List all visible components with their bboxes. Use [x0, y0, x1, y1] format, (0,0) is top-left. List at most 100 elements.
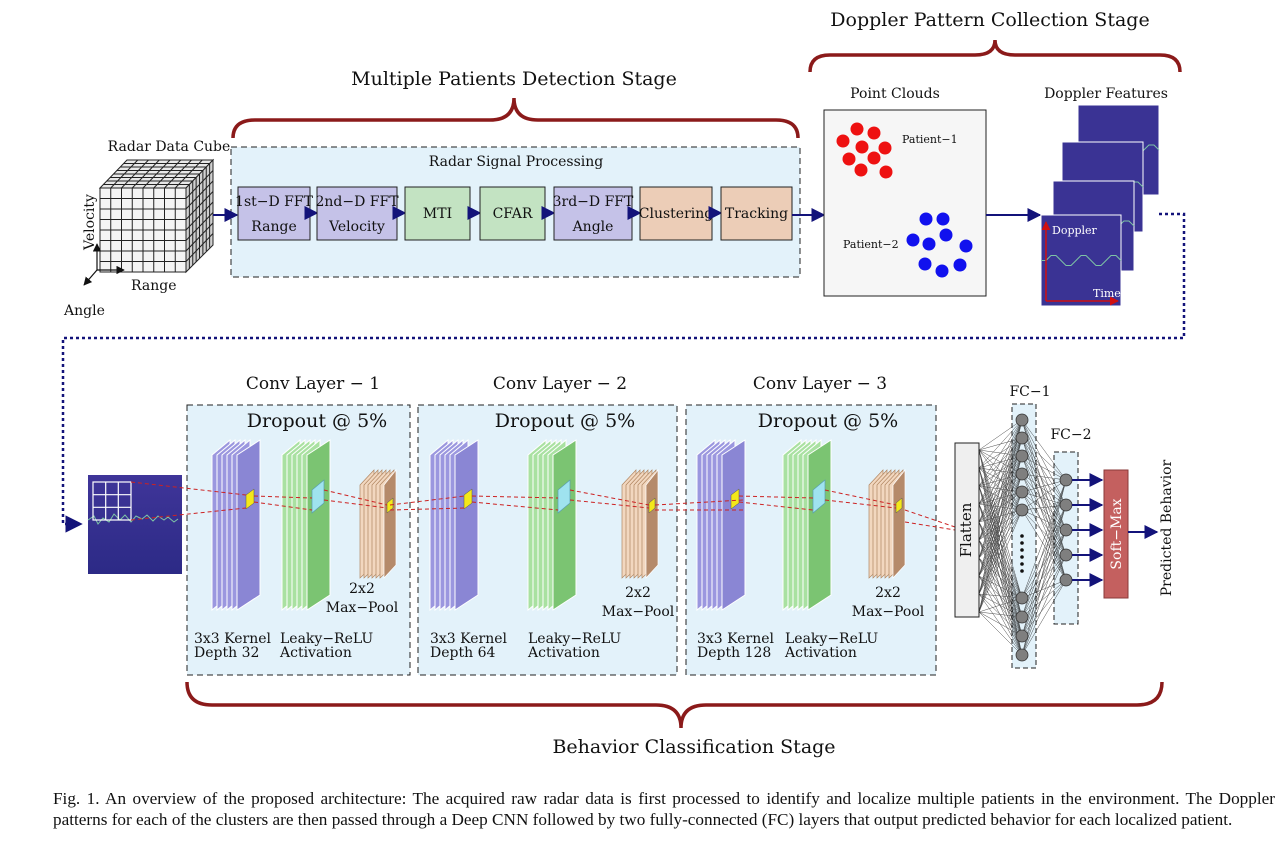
pool-size-label: 2x2 [625, 585, 651, 601]
patient-2-point [936, 212, 950, 226]
kernel-label: 3x3 Kernel [697, 631, 775, 647]
predicted-behavior-label: Predicted Behavior [1159, 459, 1175, 596]
cnn-input-spectrogram [87, 475, 182, 574]
patient-2-cluster [906, 212, 973, 278]
patient-2-point [922, 237, 936, 251]
pool-size-label: 2x2 [875, 585, 901, 601]
detection-stage-title: Multiple Patients Detection Stage [351, 68, 677, 90]
fc1-box [1011, 403, 1037, 669]
activation-label-2: Activation [527, 645, 600, 661]
sp-block-6: Clustering [639, 186, 713, 241]
range-axis-label: Range [131, 278, 176, 294]
patient-2-point [906, 233, 920, 247]
patient-2-point [918, 257, 932, 271]
projection-lines [471, 489, 650, 511]
sp-block-sublabel: Angle [572, 219, 614, 235]
patient-1-point [836, 134, 850, 148]
fc1-neuron [1015, 485, 1029, 499]
sp-block-sublabel: Range [251, 219, 296, 235]
fc1-neuron [1015, 610, 1029, 624]
fc2-neuron [1059, 473, 1073, 487]
kernel-layer-stack [211, 438, 261, 612]
kernel-label: 3x3 Kernel [430, 631, 508, 647]
fc2-neuron [1059, 573, 1073, 587]
ellipsis-dot [1020, 534, 1024, 538]
patient-2-point [935, 264, 949, 278]
activation-layer-stack [782, 438, 832, 612]
sp-block-3: MTI [404, 186, 471, 241]
angle-axis-label: Angle [63, 303, 105, 319]
pool-window [648, 497, 656, 514]
pool-label: Max−Pool [852, 604, 925, 620]
doppler-frame [1040, 214, 1122, 307]
fc1-neuron [1015, 503, 1029, 517]
patient-1-point [842, 152, 856, 166]
fc1-neuron [1015, 449, 1029, 463]
kernel-layer-stack [696, 438, 746, 612]
sp-block-label: Tracking [725, 206, 788, 222]
patient-2-point [919, 212, 933, 226]
sp-block-label: CFAR [493, 206, 533, 222]
ellipsis-dot [1020, 569, 1024, 573]
kernel-window [463, 488, 473, 510]
dropout-label: Dropout @ 5% [247, 410, 387, 432]
patient-1-label: Patient−1 [902, 133, 958, 146]
radar-data-cube [98, 158, 215, 274]
detection-stage-brace [231, 97, 800, 139]
sp-block-label: Clustering [639, 206, 713, 222]
patient-1-point [878, 141, 892, 155]
patient-1-point [850, 122, 864, 136]
sp-block-4: CFAR [479, 186, 546, 241]
cube-axes [83, 243, 125, 286]
fc2-label: FC−2 [1050, 427, 1091, 443]
conv-layer-title: Conv Layer − 3 [753, 374, 887, 394]
doppler-stage-brace [808, 39, 1182, 73]
pool-layer-stack [868, 469, 906, 579]
kernel-window [245, 488, 255, 510]
conv-layer-title: Conv Layer − 1 [246, 374, 380, 394]
patient-2-point [959, 239, 973, 253]
conv-layer-title: Conv Layer − 2 [493, 374, 627, 394]
fc1-neuron [1015, 648, 1029, 662]
activation-label: Leaky−ReLU [785, 631, 878, 647]
doppler-stage-title: Doppler Pattern Collection Stage [830, 9, 1149, 31]
activation-layer-stack [527, 438, 577, 612]
figure-caption: Fig. 1. An overview of the proposed arch… [53, 789, 1275, 829]
sp-block-5: 3rd−D FFT Angle [553, 186, 634, 241]
pool-size-label: 2x2 [349, 581, 375, 597]
patient-2-point [953, 258, 967, 272]
doppler-y-label: Doppler [1052, 224, 1098, 237]
point-clouds-title: Point Clouds [850, 86, 940, 102]
fc2-neuron [1059, 523, 1073, 537]
patient-2-point [939, 228, 953, 242]
fc1-neuron [1015, 467, 1029, 481]
flatten-label: Flatten [957, 502, 975, 557]
softmax-label: Soft−Max [1109, 498, 1125, 569]
fc1-neuron [1015, 629, 1029, 643]
radar-cube-title: Radar Data Cube [108, 139, 231, 155]
inter-layer-links [130, 481, 956, 531]
pool-window [386, 497, 394, 514]
ellipsis-dot [1020, 541, 1024, 545]
dropout-label: Dropout @ 5% [758, 410, 898, 432]
conv-layers: Conv Layer − 1 Dropout @ 5% 3x3 KernelDept… [130, 374, 956, 676]
sp-block-sublabel: Velocity [328, 219, 385, 235]
kernel-window [730, 488, 740, 510]
activation-layer-stack [281, 438, 331, 612]
patient-1-point [854, 163, 868, 177]
sp-block-label: 3rd−D FFT [553, 194, 634, 210]
activation-window [557, 479, 571, 514]
sp-block-label: 2nd−D FFT [315, 194, 399, 210]
classification-stage-brace [185, 681, 1164, 729]
patient-2-label: Patient−2 [843, 238, 899, 251]
fc2-neuron [1059, 498, 1073, 512]
depth-label: Depth 32 [194, 645, 259, 661]
velocity-axis-label: Velocity [82, 194, 98, 251]
fc2-neuron [1059, 548, 1073, 562]
signal-processing-title: Radar Signal Processing [429, 154, 604, 170]
